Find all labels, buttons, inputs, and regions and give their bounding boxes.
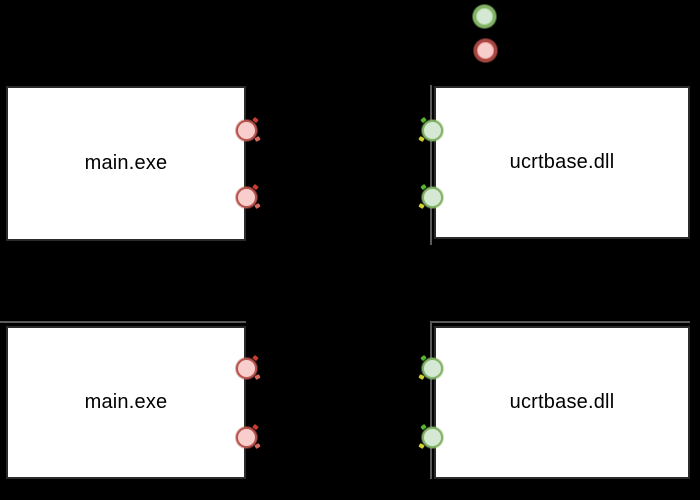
node-main-exe-1: main.exe [6,86,246,241]
import-port-icon [235,119,257,141]
left-border-line-bottom [430,321,432,479]
import-port-icon [235,186,257,208]
node-label: main.exe [84,152,168,174]
legend-red-circle-icon [473,38,497,62]
top-border-line-left [0,321,246,323]
node-label: ucrtbase.dll [509,391,615,413]
node-main-exe-2: main.exe [6,326,246,479]
node-label: main.exe [84,391,168,413]
top-border-line-right [430,321,690,323]
node-label: ucrtbase.dll [509,151,615,173]
export-port-icon [421,186,443,208]
left-border-line-top [430,85,432,245]
export-port-icon [421,119,443,141]
export-port-icon [421,426,443,448]
node-ucrtbase-dll-1: ucrtbase.dll [434,86,690,239]
export-port-icon [421,357,443,379]
legend-green-circle-icon [472,4,496,28]
import-port-icon [235,426,257,448]
node-ucrtbase-dll-2: ucrtbase.dll [434,326,690,479]
import-port-icon [235,357,257,379]
